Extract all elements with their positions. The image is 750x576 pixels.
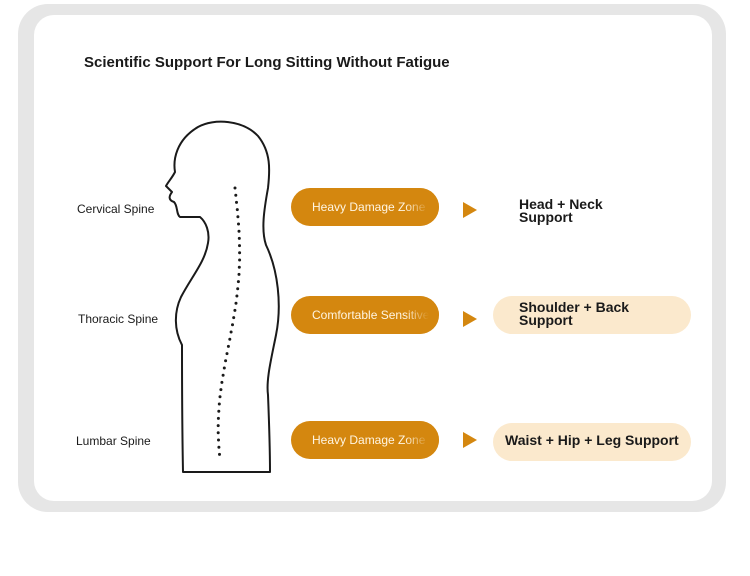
support-box-shoulder-back: Shoulder + Back Support (493, 296, 691, 334)
spine-dots (216, 186, 242, 456)
spine-dot (217, 402, 221, 406)
spine-dot (236, 287, 240, 291)
spine-dot (229, 330, 233, 334)
spine-dot (237, 236, 241, 240)
content-card (34, 15, 712, 501)
spine-dot (224, 359, 228, 363)
spine-dot (222, 366, 226, 370)
fade-overlay (405, 296, 439, 334)
page-title: Scientific Support For Long Sitting With… (84, 54, 450, 71)
spine-label-thoracic: Thoracic Spine (78, 312, 159, 326)
spine-dot (234, 301, 238, 305)
spine-dot (218, 452, 221, 456)
support-line-2: Support (519, 312, 573, 328)
spine-dot (221, 373, 225, 377)
support-line-1: Shoulder + Back (519, 299, 630, 315)
spine-dot (226, 344, 230, 348)
body-outline (165, 120, 280, 473)
zone-pill-lumbar: Heavy Damage Zone For Pain (291, 421, 439, 459)
spine-dot (231, 323, 234, 327)
spine-label-lumbar: Lumbar Spine (76, 434, 151, 448)
spine-dot (225, 352, 229, 356)
spine-dot (237, 229, 241, 233)
spine-dot (235, 200, 238, 204)
spine-dot (217, 438, 220, 442)
spine-dot (235, 294, 239, 298)
spine-dot (228, 337, 232, 341)
spine-dot (219, 388, 223, 392)
support-text: Waist + Hip + Leg Support (505, 432, 679, 448)
spine-dot (237, 222, 240, 226)
support-line-1: Head + Neck (519, 196, 603, 212)
arrow-right-icon (463, 432, 477, 448)
spine-dot (217, 409, 221, 413)
spine-dot (237, 265, 241, 269)
spine-dot (232, 316, 236, 320)
spine-dot (234, 193, 238, 197)
spine-dot (236, 215, 240, 219)
zone-pill-cervical: Heavy Damage Zone For Pain (291, 188, 439, 226)
spine-dot (236, 280, 240, 284)
fade-overlay (405, 188, 439, 226)
spine-dot (238, 244, 241, 248)
zone-pill-thoracic: Comfortable Sensitive Area (291, 296, 439, 334)
support-box-waist-hip-leg: Waist + Hip + Leg Support (493, 423, 691, 461)
spine-dot (235, 208, 239, 212)
spine-dot (217, 445, 221, 449)
spine-dot (238, 251, 242, 255)
spine-dot (216, 416, 220, 420)
arrow-right-icon (463, 202, 477, 218)
support-box-head-neck: Head + Neck Support (493, 193, 691, 231)
spine-label-cervical: Cervical Spine (77, 202, 155, 216)
spine-dot (216, 424, 220, 428)
spine-dot (238, 258, 242, 262)
spine-dot (218, 395, 222, 399)
arrow-right-icon (463, 311, 477, 327)
fade-overlay (405, 421, 439, 459)
spine-dot (220, 380, 224, 384)
spine-dot (233, 308, 237, 312)
spine-dot (233, 186, 237, 190)
support-line-2: Support (519, 209, 573, 225)
spine-dot (237, 272, 241, 276)
spine-dot (216, 431, 220, 435)
